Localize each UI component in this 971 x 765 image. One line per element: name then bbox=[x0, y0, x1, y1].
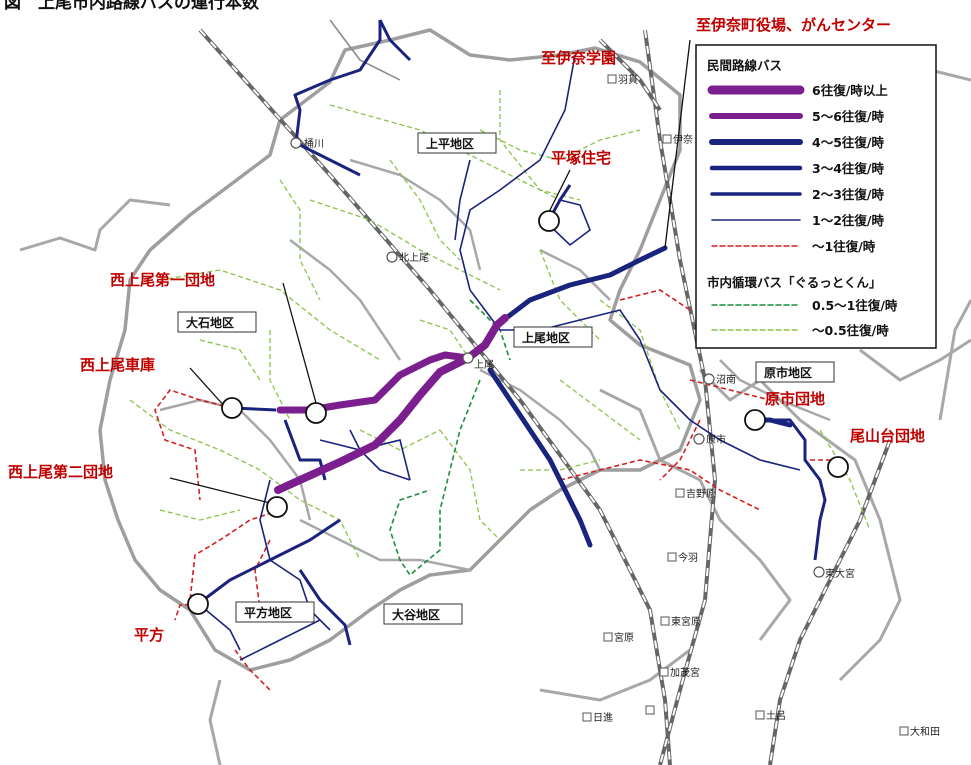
district-hirakata: 平方地区 bbox=[244, 605, 292, 620]
station-markers bbox=[582, 74, 909, 736]
label-dest-ina-town: 至伊奈町役場、がんセンター bbox=[696, 16, 891, 34]
district-haraichi: 原市地区 bbox=[764, 365, 812, 380]
station-numami: 沼南 bbox=[716, 373, 736, 386]
legend-label: 0.5～1往復/時 bbox=[812, 298, 898, 313]
legend: 民間路線バス 6往復/時以上 5～6往復/時 4～5往復/時 3～4往復/時 2～3往復… bbox=[695, 44, 937, 349]
legend-label: 2～3往復/時 bbox=[812, 187, 884, 202]
station-imaba: 今羽 bbox=[678, 551, 698, 564]
label-nishiageo-1: 西上尾第一団地 bbox=[110, 271, 215, 289]
district-ageo: 上尾地区 bbox=[522, 330, 570, 345]
district-boundaries bbox=[159, 158, 831, 572]
label-oyamadai: 尾山台団地 bbox=[850, 427, 925, 445]
station-kitaageo: 北上尾 bbox=[399, 252, 429, 264]
landmark-circles bbox=[187, 210, 849, 615]
district-kamihira: 上平地区 bbox=[426, 136, 474, 151]
district-oishi: 大石地区 bbox=[186, 315, 234, 330]
leader-nishiageo-1 bbox=[282, 282, 317, 404]
legend-city-items: 0.5～1往復/時 ～0.5往復/時 bbox=[711, 298, 898, 338]
district-oya: 大谷地区 bbox=[392, 607, 440, 622]
station-owada: 大和田 bbox=[910, 725, 940, 738]
route-green bbox=[389, 299, 511, 577]
legend-label: 4～5往復/時 bbox=[812, 135, 884, 150]
legend-label: ～1往復/時 bbox=[812, 239, 876, 254]
station-nisshin: 日進 bbox=[593, 712, 613, 724]
route-red bbox=[154, 289, 846, 691]
legend-private-items: 6往復/時以上 5～6往復/時 4～5往復/時 3～4往復/時 2～3往復/時 1～2往復… bbox=[707, 83, 888, 254]
station-kamochomiya: 加茂宮 bbox=[670, 666, 700, 679]
legend-label: 1～2往復/時 bbox=[812, 213, 884, 228]
route-navy-medium bbox=[197, 19, 827, 646]
place-labels: 至伊奈町役場、がんセンター 至伊奈学園 平塚住宅 西上尾第一団地 西上尾車庫 西… bbox=[8, 16, 925, 644]
station-higashiomiya: 東大宮 bbox=[825, 567, 855, 580]
label-haraichi-danchi: 原市団地 bbox=[765, 390, 825, 408]
station-ina: 伊奈 bbox=[673, 133, 693, 146]
legend-label: 5～6往復/時 bbox=[812, 109, 884, 124]
station-ageo: 上尾 bbox=[474, 359, 494, 371]
legend-label: 3～4往復/時 bbox=[812, 161, 884, 176]
station-miyahara: 宮原 bbox=[614, 631, 634, 644]
station-labels: 桶川 北上尾 上尾 沼南 原市 吉野原 今羽 東宮原 宮原 加茂宮 日進 東大宮… bbox=[304, 74, 940, 738]
legend-label: ～0.5往復/時 bbox=[812, 323, 889, 338]
legend-box bbox=[695, 44, 937, 349]
label-nishiageo-2: 西上尾第二団地 bbox=[8, 463, 113, 481]
label-dest-ina-gakuen: 至伊奈学園 bbox=[541, 49, 616, 67]
leader-nishiageo-garage bbox=[189, 367, 227, 409]
outer-boundaries bbox=[19, 68, 971, 765]
legend-private-heading: 民間路線バス bbox=[707, 58, 782, 73]
label-hiratsuka: 平塚住宅 bbox=[551, 149, 611, 167]
leader-ina-town bbox=[664, 39, 691, 249]
station-haraichi: 原市 bbox=[706, 433, 726, 446]
station-hanyu: 羽貫 bbox=[618, 74, 638, 86]
station-okegawa: 桶川 bbox=[304, 137, 324, 150]
legend-label: 6往復/時以上 bbox=[812, 83, 888, 98]
district-labels: 上平地区 大石地区 上尾地区 原市地区 平方地区 大谷地区 bbox=[177, 132, 835, 625]
station-higashimiyahara: 東宮原 bbox=[671, 615, 701, 628]
legend-city-heading: 市内循環バス「ぐるっとくん」 bbox=[707, 275, 881, 290]
railways bbox=[198, 19, 892, 765]
station-yoshinohara: 吉野原 bbox=[686, 488, 716, 500]
label-nishiageo-garage: 西上尾車庫 bbox=[80, 356, 155, 374]
label-hirakata: 平方 bbox=[134, 626, 164, 644]
leader-nishiageo-2 bbox=[169, 477, 271, 504]
map-title: 図 上尾市内路線バスの運行本数 bbox=[4, 0, 260, 13]
leader-hiratsuka bbox=[547, 169, 571, 215]
route-lightgreen bbox=[129, 90, 871, 561]
station-circles bbox=[290, 137, 825, 578]
city-boundary bbox=[98, 28, 702, 672]
station-toro: 土呂 bbox=[766, 709, 786, 722]
